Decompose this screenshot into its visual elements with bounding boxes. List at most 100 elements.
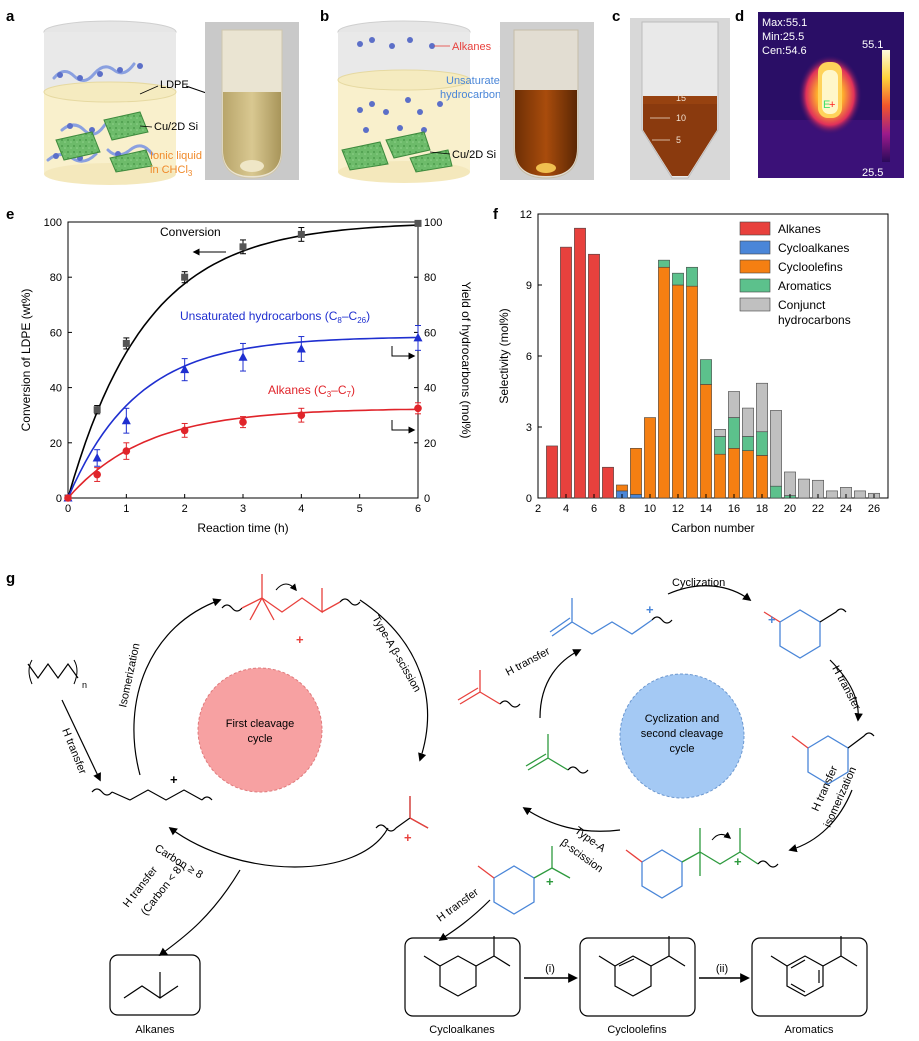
aromatics-box	[751, 937, 868, 1017]
chart-f-legend-swatch	[739, 278, 771, 293]
chart-e-ytick-label: 100	[44, 217, 62, 229]
chart-e-point-circle	[180, 426, 189, 435]
panel-letter-b: b	[320, 8, 330, 25]
chart-e-point-circle	[122, 447, 131, 455]
carbocation-plus-1: +	[170, 772, 178, 787]
chart-e-y2tick-label: 20	[424, 438, 436, 450]
chart-f-xtick-label: 8	[619, 503, 625, 515]
chart-f-bar-cycloolefins	[756, 455, 768, 499]
cycloalkanes-label: Cycloalkanes	[429, 1024, 495, 1036]
chart-f-xtick-label: 14	[700, 503, 712, 515]
label-cu-a: Cu/2D Si	[154, 121, 198, 133]
cycloalkanes-box	[404, 937, 521, 1017]
panel-letter-a: a	[6, 8, 15, 25]
chart-e-y2label: Yield of hydrocarbons (mol%)	[459, 282, 473, 439]
thermal-marker-e: E	[823, 99, 830, 111]
label-ionic-liquid: Ionic liquid	[150, 150, 202, 162]
thermal-max: Max:55.1	[762, 17, 807, 29]
carbocation-plus-red-top: +	[296, 632, 304, 647]
label-isomerization: Isomerization	[117, 642, 142, 708]
chart-e-ytick-label: 80	[50, 272, 62, 284]
chart-f-bar-conjunct-hydrocarbons	[826, 490, 838, 499]
chart-f-bar-conjunct-hydrocarbons	[756, 382, 768, 433]
chart-f-ytick-label: 0	[526, 493, 532, 505]
chart-f-bar-aromatics	[714, 436, 726, 455]
chart-f-bar-cycloolefins	[616, 484, 628, 492]
label-unsaturated-series: Unsaturated hydrocarbons (C8–C26)	[180, 309, 370, 325]
chart-f-bar-cycloolefins	[686, 285, 698, 499]
chart-f-xtick-label: 24	[840, 503, 852, 515]
chart-f-bar-aromatics	[700, 359, 712, 385]
panel-letter-f: f	[493, 206, 498, 223]
chart-f-bar-aromatics	[658, 259, 670, 268]
chart-e-point-circle	[93, 470, 101, 479]
chart-f-bar-cycloolefins	[742, 450, 754, 499]
polymer-n: n	[82, 680, 87, 690]
label-h-transfer-mid: H transfer	[504, 645, 553, 678]
label-cyclization: Cyclization	[672, 577, 725, 589]
chart-e-xlabel: Reaction time (h)	[197, 521, 288, 535]
thermal-scale-top: 55.1	[862, 39, 883, 51]
label-cu-b: Cu/2D Si	[452, 149, 496, 161]
chart-f-legend-swatch	[739, 259, 771, 274]
chart-e-xtick-label: 6	[415, 503, 421, 515]
tube-mark-5: 5	[676, 135, 681, 145]
chart-f-bar-cycloolefins	[700, 384, 712, 499]
chart-f-bar-cycloolefins	[630, 447, 642, 495]
chart-e-xtick-label: 0	[65, 503, 71, 515]
thermal-cen: Cen:54.6	[762, 45, 807, 57]
alkanes-box	[109, 954, 201, 1016]
chart-e-point-square	[122, 339, 130, 347]
chart-f-xtick-label: 20	[784, 503, 796, 515]
chart-f-legend-label: Aromatics	[778, 279, 831, 293]
chart-e-point-triangle	[296, 343, 306, 353]
label-h-transfer-left: H transfer	[59, 727, 88, 777]
first-cleavage-circle	[197, 667, 323, 793]
cycloolefins-box	[579, 937, 696, 1017]
chart-e-point-triangle	[121, 415, 131, 425]
chart-f-bar-aromatics	[672, 272, 684, 286]
label-unsat-1: Unsaturated	[446, 75, 506, 87]
chart-e-xtick-label: 2	[182, 503, 188, 515]
chart-e-point-circle	[297, 411, 306, 420]
chart-f-bar-conjunct-hydrocarbons	[798, 478, 810, 499]
label-alkanes-b: Alkanes	[452, 41, 492, 53]
arrow-alkanes-right	[391, 420, 416, 434]
chart-f-bar-cycloalkanes	[630, 494, 642, 499]
chart-f-ytick-label: 3	[526, 422, 532, 434]
chart-e-point-square	[239, 243, 247, 251]
panel-g-mechanism: First cleavage cycle Cyclization and sec…	[27, 574, 875, 1036]
chart-e-point-square	[181, 273, 189, 281]
chart-f-xtick-label: 4	[563, 503, 569, 515]
chart-f-ytick-label: 6	[526, 351, 532, 363]
chart-e-point-triangle	[180, 364, 190, 374]
cycloolefins-label: Cycloolefins	[607, 1024, 667, 1036]
thermal-min: Min:25.5	[762, 31, 804, 43]
chart-f-bar-cycloolefins	[714, 453, 726, 499]
chart-f-bar-conjunct-hydrocarbons	[728, 391, 740, 418]
chart-e-ytick-label: 40	[50, 383, 62, 395]
panel-letter-c: c	[612, 8, 621, 25]
chart-f-xtick-label: 2	[535, 503, 541, 515]
thermal-crosshair-icon: +	[829, 99, 835, 111]
chart-e-y2tick-label: 100	[424, 217, 442, 229]
chart-f-legend-label: Conjunct	[778, 298, 826, 312]
chart-f-bar-alkanes	[574, 227, 586, 499]
tube-mark-15: 15	[676, 93, 686, 103]
chart-f-legend-swatch	[739, 240, 771, 255]
chart-e-ytick-label: 60	[50, 327, 62, 339]
chart-e-ytick-label: 0	[56, 493, 62, 505]
panel-letter-g: g	[6, 570, 16, 587]
chart-e-xtick-label: 3	[240, 503, 246, 515]
chart-f-bar-conjunct-hydrocarbons	[784, 471, 796, 496]
thermal-scale-bottom: 25.5	[862, 167, 883, 179]
carbocation-plus-blue-2: +	[768, 612, 776, 627]
chart-f-bar-cycloolefins	[644, 417, 656, 499]
chart-f-bar-aromatics	[686, 266, 698, 287]
panel-d-thermal-image: E + Max:55.1 Min:25.5 Cen:54.6 55.1 25.5	[758, 12, 904, 179]
chart-e-point-circle	[414, 404, 422, 413]
chart-f-xtick-label: 12	[672, 503, 684, 515]
carbocation-plus-blue-1: +	[646, 602, 654, 617]
chart-f-bar-cycloolefins	[672, 284, 684, 499]
